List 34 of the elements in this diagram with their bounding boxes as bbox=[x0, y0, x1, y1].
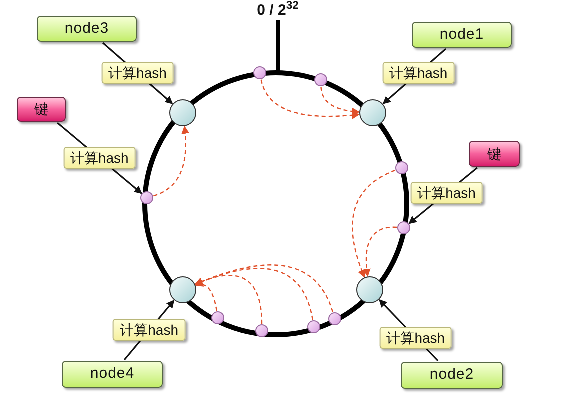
edge-label: 计算hash bbox=[410, 182, 483, 204]
key-box: 键 bbox=[17, 97, 66, 122]
hash-point-dot bbox=[256, 324, 268, 338]
hash-point-dot bbox=[308, 320, 320, 334]
hash-point-dot bbox=[140, 192, 154, 204]
dashed-arrow bbox=[154, 126, 190, 197]
hash-point-dot bbox=[398, 222, 410, 234]
dashed-arrow bbox=[320, 86, 360, 116]
hash-point-dot bbox=[212, 312, 224, 324]
hash-point-dot bbox=[254, 66, 266, 80]
edge-label: 计算hash bbox=[382, 62, 455, 84]
hash-point-dot bbox=[314, 74, 328, 86]
dashed-arrow bbox=[194, 264, 334, 312]
dashed-arrow bbox=[195, 280, 218, 312]
node-box: node3 bbox=[37, 16, 137, 42]
server-node-circle bbox=[170, 276, 196, 304]
key-box: 键 bbox=[469, 141, 520, 167]
dashed-arrow bbox=[194, 275, 263, 324]
edge-label: 计算hash bbox=[63, 147, 136, 170]
edge-label: 计算hash bbox=[113, 319, 186, 342]
server-node-circle bbox=[356, 276, 384, 304]
node-box: node2 bbox=[401, 362, 503, 389]
dashed-arrow bbox=[352, 170, 396, 278]
node-box: node1 bbox=[412, 22, 512, 48]
ring-origin-label: 0 / 2$^{32}$ bbox=[257, 3, 299, 19]
server-node-circle bbox=[170, 100, 196, 126]
dashed-arrow bbox=[260, 80, 360, 120]
dashed-arrow bbox=[363, 226, 398, 278]
edge-label: 计算hash bbox=[102, 62, 174, 84]
hash-point-dot bbox=[396, 162, 408, 174]
server-node-circle bbox=[360, 100, 386, 126]
hash-point-dot bbox=[328, 312, 342, 326]
edge-label: 计算hash bbox=[380, 326, 452, 349]
node-box: node4 bbox=[62, 361, 163, 388]
